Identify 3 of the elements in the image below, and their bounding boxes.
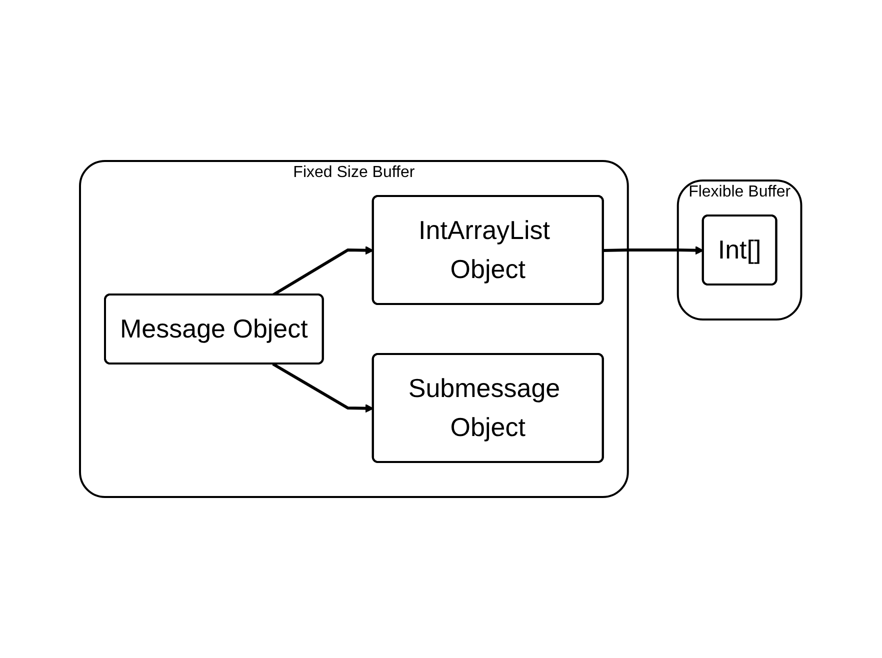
arrow	[272, 362, 374, 413]
arrow	[604, 246, 704, 255]
arrow	[272, 246, 374, 296]
